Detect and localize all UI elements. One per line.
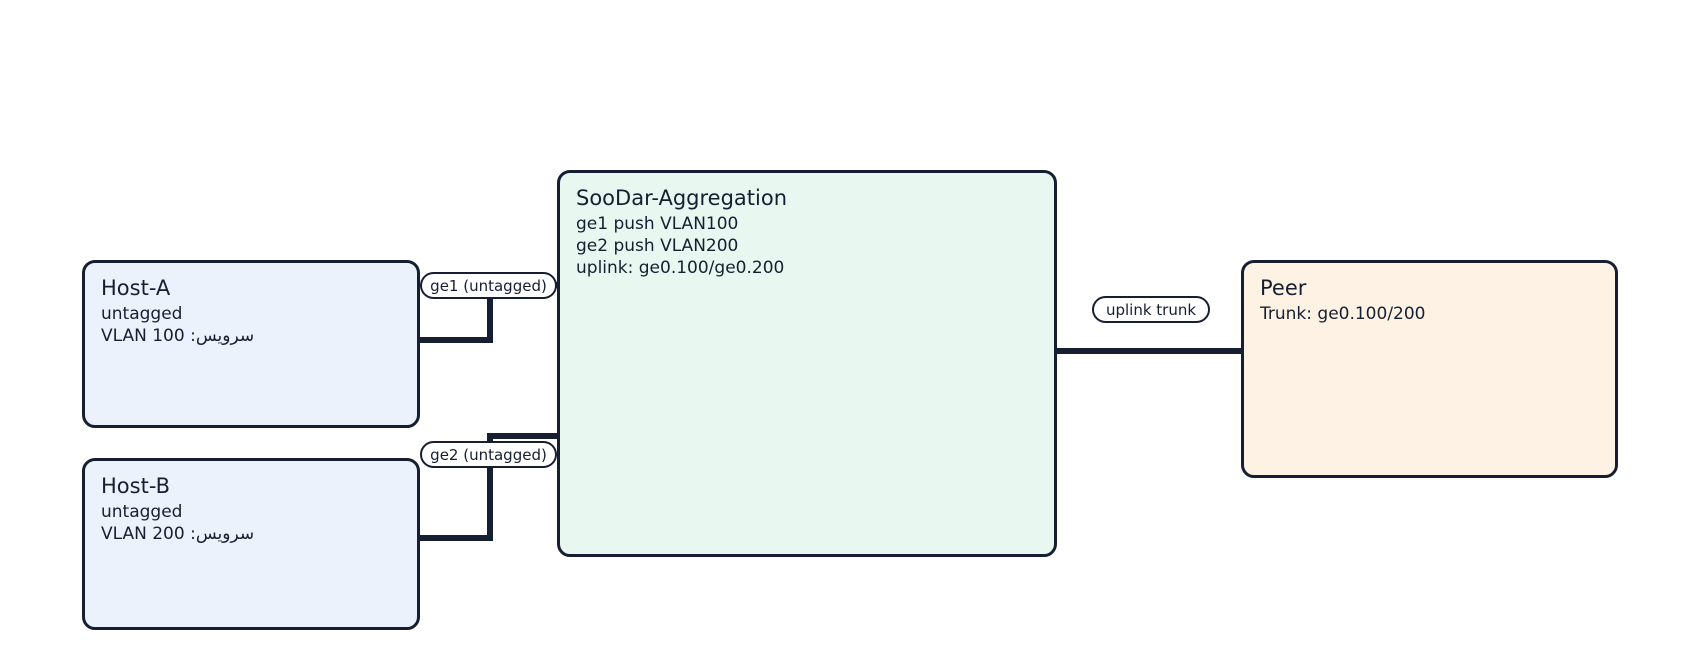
node-detail-line: ge2 push VLAN200 xyxy=(576,236,739,256)
node-detail-line: untagged xyxy=(101,304,183,324)
edge-host-b-to-aggregation-vertical xyxy=(487,433,493,541)
edge-host-a-to-aggregation-horizontal xyxy=(418,337,493,343)
edge-label-ge1-untagged: ge1 (untagged) xyxy=(420,272,557,299)
edge-label-text: uplink trunk xyxy=(1105,300,1197,319)
node-host-a: Host-A untagged سرویس: VLAN 100 xyxy=(82,260,420,428)
node-detail-line-rtl: سرویس: VLAN 100 xyxy=(101,326,255,346)
edge-label-ge2-untagged: ge2 (untagged) xyxy=(420,441,557,468)
node-title: SooDar-Aggregation xyxy=(576,186,788,210)
node-detail-line: uplink: ge0.100/ge0.200 xyxy=(576,258,785,278)
node-detail-line: Trunk: ge0.100/200 xyxy=(1260,304,1426,324)
edge-label-text: ge2 (untagged) xyxy=(430,445,547,464)
node-title: Peer xyxy=(1260,276,1307,300)
edge-label-uplink-trunk: uplink trunk xyxy=(1092,296,1210,323)
node-soodar-aggregation: SooDar-Aggregation ge1 push VLAN100 ge2 … xyxy=(557,170,1057,557)
node-detail-line: untagged xyxy=(101,502,183,522)
edge-aggregation-to-peer xyxy=(1055,348,1243,354)
node-title: Host-A xyxy=(101,276,171,300)
node-peer: Peer Trunk: ge0.100/200 xyxy=(1241,260,1618,478)
node-title: Host-B xyxy=(101,474,171,498)
node-host-b: Host-B untagged سرویس: VLAN 200 xyxy=(82,458,420,630)
edge-host-b-to-aggregation-entry xyxy=(487,433,557,439)
edge-label-text: ge1 (untagged) xyxy=(430,276,547,295)
edge-host-b-to-aggregation-horizontal xyxy=(417,535,493,541)
edge-host-a-to-aggregation-vertical xyxy=(487,279,493,343)
node-detail-line-rtl: سرویس: VLAN 200 xyxy=(101,524,255,544)
node-detail-line: ge1 push VLAN100 xyxy=(576,214,739,234)
